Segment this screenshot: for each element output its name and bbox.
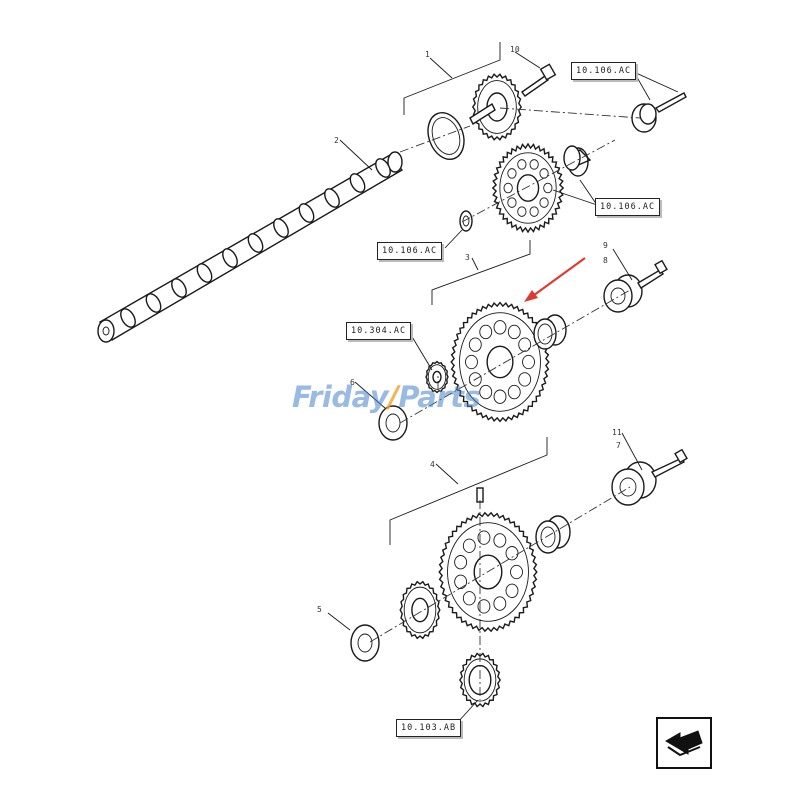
camshaft — [97, 151, 404, 343]
callout-ref-mid-left[interactable]: 10.106.AC — [377, 242, 443, 260]
part-number-7: 7 — [616, 441, 621, 450]
part-number-6: 6 — [350, 378, 355, 387]
dowel-pin — [476, 487, 484, 503]
part-number-10: 10 — [510, 45, 520, 54]
return-arrow-icon — [665, 730, 703, 757]
callout-ref-top-right[interactable]: 10.106.AC — [571, 62, 637, 80]
washer-upper — [459, 210, 473, 232]
part-number-1: 1 — [425, 50, 430, 59]
part-number-9: 9 — [603, 241, 608, 250]
red-pointer-arrow — [524, 257, 586, 302]
cam-gear-small — [469, 73, 523, 141]
bushing-mid — [533, 314, 567, 350]
bushing-low — [535, 515, 571, 554]
idler-gear-upper — [491, 142, 565, 234]
part-number-3: 3 — [465, 253, 470, 262]
watermark-slash: / — [388, 380, 399, 414]
center-lines — [369, 107, 641, 700]
circlip — [427, 112, 465, 160]
bracket-top — [631, 92, 687, 133]
part-number-11: 11 — [612, 428, 622, 437]
sleeve-upper — [563, 145, 592, 177]
thrust-washer-6 — [378, 405, 408, 441]
callout-ref-gear[interactable]: 10.304.AC — [346, 322, 412, 340]
hub-mid — [603, 259, 668, 313]
watermark-logo: Friday/Parts — [292, 380, 481, 414]
part-number-2: 2 — [334, 136, 339, 145]
part-number-4: 4 — [430, 460, 435, 469]
bolt-10 — [521, 63, 557, 97]
gear-assembly-3 — [425, 301, 550, 423]
watermark-part1: Friday — [292, 380, 389, 414]
watermark-part2: Parts — [398, 380, 481, 414]
gear-assembly-4 — [399, 511, 538, 640]
return-button[interactable] — [656, 717, 712, 769]
hub-low — [611, 448, 688, 506]
thrust-washer-5 — [350, 624, 380, 662]
part-number-8: 8 — [603, 256, 608, 265]
callout-ref-bottom[interactable]: 10.103.AB — [396, 719, 462, 737]
part-number-5: 5 — [317, 605, 322, 614]
callout-ref-mid-right[interactable]: 10.106.AC — [595, 198, 661, 216]
group-brackets — [327, 42, 679, 723]
